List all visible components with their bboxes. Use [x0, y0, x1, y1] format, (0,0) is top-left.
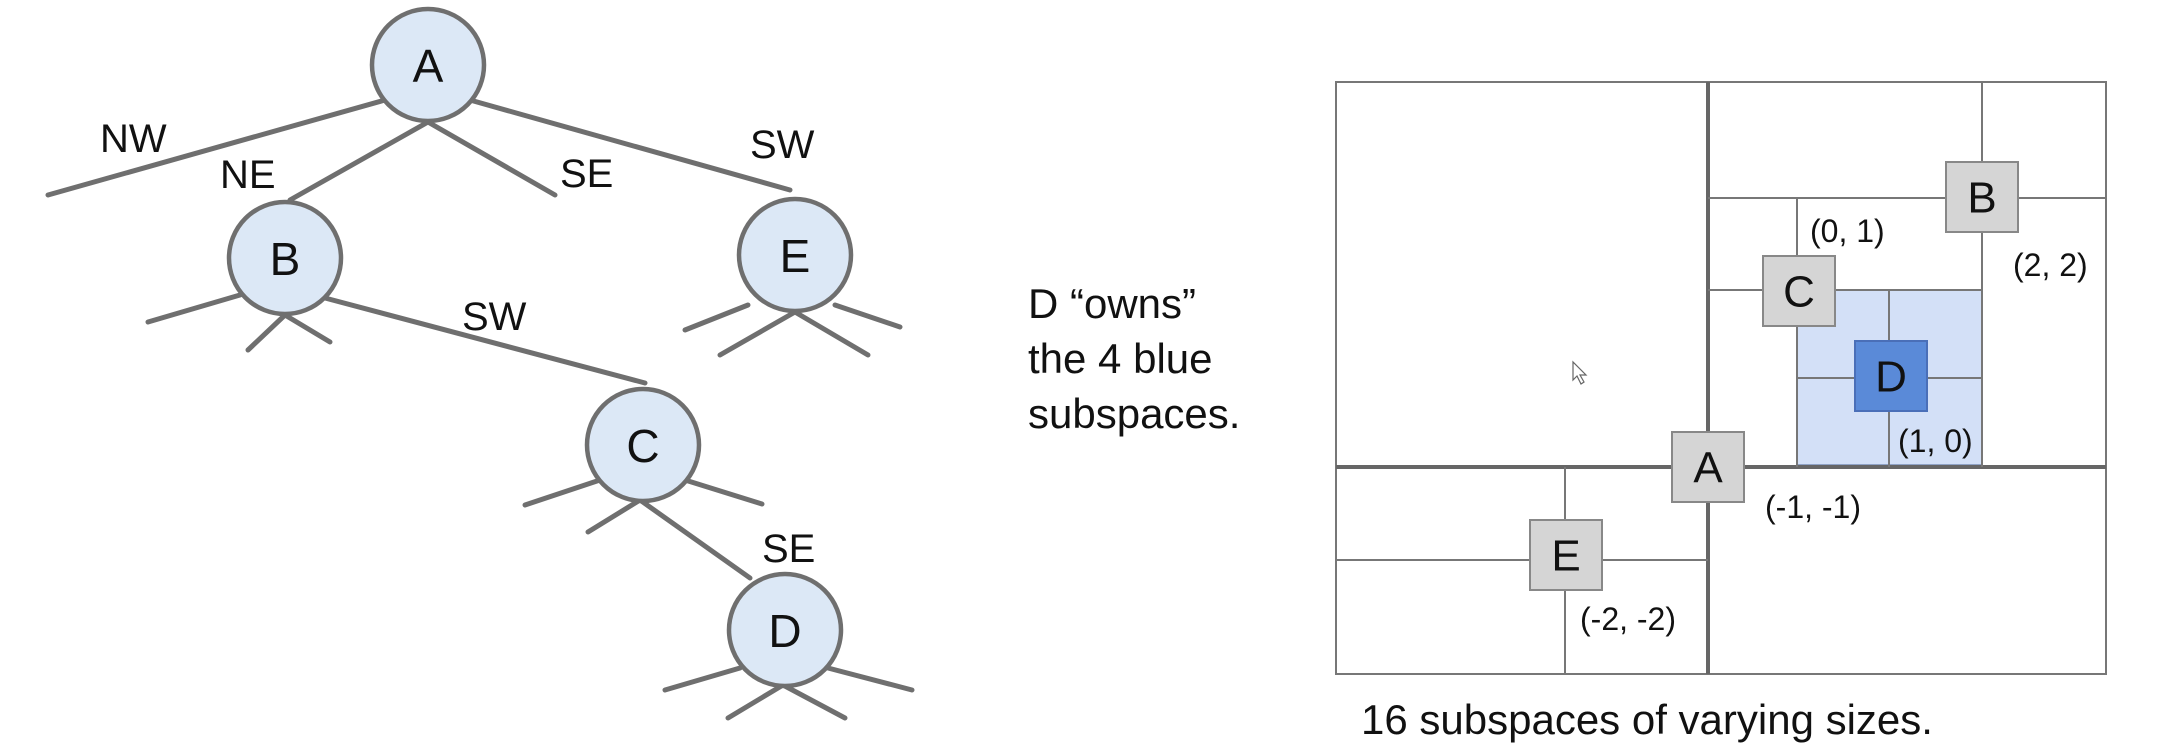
edge-e-ne	[717, 309, 798, 358]
edge-label-ne: NE	[220, 153, 276, 197]
tree-node-label: D	[768, 605, 801, 657]
edge-e-sw	[832, 302, 903, 330]
tree-node-b: B	[226, 199, 344, 317]
tree-node-c: C	[584, 386, 702, 504]
edge-label-sw: SW	[750, 123, 815, 167]
edge-b-ne	[245, 312, 288, 353]
edge-label-b-sw: SW	[462, 295, 527, 339]
point-label: B	[1967, 174, 1996, 223]
edge-label-c-se: SE	[762, 527, 815, 571]
edge-b-se	[282, 312, 333, 345]
edge-c-sw	[682, 477, 765, 507]
edge-a-nw	[45, 97, 388, 198]
point-label: C	[1783, 268, 1815, 317]
edge-d-nw	[662, 665, 743, 693]
edge-c-ne	[585, 497, 643, 535]
grid-point-c: C	[1762, 255, 1836, 327]
edge-d-ne	[725, 682, 786, 721]
coord-label-b: (2, 2)	[2013, 247, 2088, 283]
grid-border	[1335, 81, 2107, 675]
point-label: E	[1551, 532, 1580, 581]
tree-node-a: A	[369, 6, 487, 124]
ownership-note: D “owns” the 4 blue subspaces.	[1028, 280, 1240, 437]
edge-label-se: SE	[560, 152, 613, 196]
coord-label-e: (-2, -2)	[1580, 601, 1676, 637]
grid-point-e: E	[1529, 519, 1603, 591]
tree-node-label: E	[780, 230, 811, 282]
edge-b-nw	[145, 292, 243, 325]
edge-d-sw	[825, 665, 915, 693]
coord-label-d: (1, 0)	[1898, 423, 1973, 459]
cursor-icon	[1572, 360, 1588, 385]
edge-e-nw	[682, 302, 751, 333]
edge-c-nw	[522, 477, 603, 508]
tree-node-d: D	[726, 571, 844, 689]
edge-b-sw	[322, 295, 648, 386]
edge-d-se	[780, 682, 848, 721]
edge-e-se	[792, 309, 871, 358]
point-label: D	[1875, 353, 1907, 402]
edge-a-sw	[467, 97, 793, 193]
tree-node-label: C	[626, 420, 659, 472]
tree-node-label: A	[413, 40, 444, 92]
edge-a-se	[425, 119, 558, 198]
tree-node-e: E	[736, 196, 854, 314]
edge-a-ne	[287, 119, 431, 203]
tree-node-label: B	[270, 233, 301, 285]
edge-c-se	[637, 497, 753, 581]
grid-caption: 16 subspaces of varying sizes.	[1361, 696, 1933, 743]
grid-point-b: B	[1945, 161, 2019, 233]
note-line-3: subspaces.	[1028, 390, 1240, 437]
subspace-grid: B C D A E (2, 2) (0, 1) (1, 0) (-1, -1) …	[1335, 81, 2107, 743]
edge-label-nw: NW	[100, 117, 167, 161]
point-label: A	[1693, 444, 1723, 493]
grid-point-d: D	[1854, 340, 1928, 412]
note-line-1: D “owns”	[1028, 280, 1196, 327]
note-line-2: the 4 blue	[1028, 335, 1213, 382]
coord-label-a: (-1, -1)	[1765, 489, 1861, 525]
grid-point-a: A	[1671, 431, 1745, 503]
quadtree-diagram: NW NE SE SW SW SE A B E C D	[45, 6, 915, 721]
coord-label-c: (0, 1)	[1810, 213, 1885, 249]
